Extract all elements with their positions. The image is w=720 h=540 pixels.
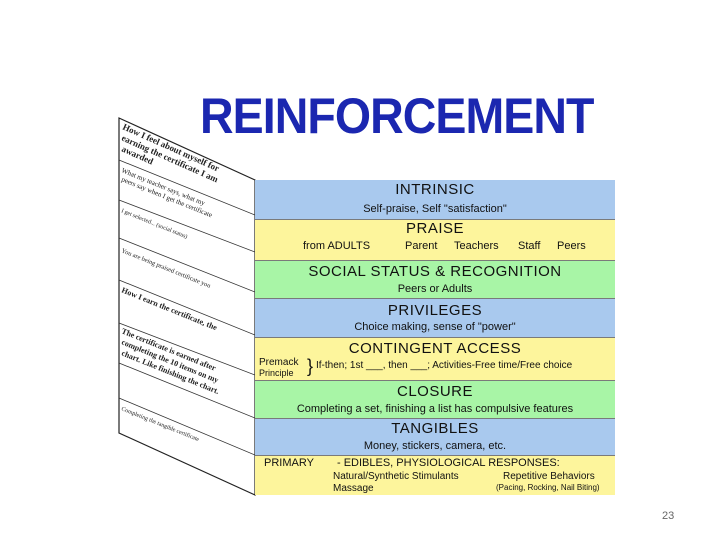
praise-item: Parent (405, 240, 438, 252)
contingent-heading: CONTINGENT ACCESS (348, 340, 522, 357)
premack-brace: } (307, 356, 314, 376)
premack-label: Premack (259, 357, 299, 368)
band-primary: PRIMARY - EDIBLES, PHYSIOLOGICAL RESPONS… (255, 456, 615, 495)
primary-left1: Natural/Synthetic Stimulants (333, 471, 459, 482)
closure-heading: CLOSURE (396, 383, 474, 400)
tangibles-subtext: Money, stickers, camera, etc. (363, 440, 507, 452)
social-heading: SOCIAL STATUS & RECOGNITION (308, 263, 562, 280)
praise-from-label: from ADULTS (303, 240, 371, 252)
primary-right1: Repetitive Behaviors (503, 471, 595, 482)
social-subtext: Peers or Adults (397, 283, 473, 295)
band-contingent-access: CONTINGENT ACCESS Premack Principle } If… (255, 338, 615, 381)
intrinsic-heading: INTRINSIC (395, 181, 475, 198)
reinforcement-stack: INTRINSIC Self-praise, Self "satisfactio… (255, 180, 615, 495)
band-tangibles: TANGIBLES Money, stickers, camera, etc. (255, 419, 615, 456)
page-number: 23 (662, 510, 675, 522)
closure-subtext: Completing a set, finishing a list has c… (296, 403, 574, 415)
tangibles-heading: TANGIBLES (391, 420, 479, 437)
band-praise: PRAISE from ADULTS Parent Teachers Staff… (255, 220, 615, 261)
band-closure: CLOSURE Completing a set, finishing a li… (255, 381, 615, 419)
praise-item: Staff (518, 240, 541, 252)
primary-left2: Massage (333, 483, 374, 494)
primary-right2: (Pacing, Rocking, Nail Biting) (496, 483, 600, 492)
band-intrinsic: INTRINSIC Self-praise, Self "satisfactio… (255, 180, 615, 220)
contingent-rule: If-then; 1st ___, then ___; Activities-F… (316, 360, 573, 371)
premack-principle-label: Principle (259, 368, 294, 378)
praise-item: Peers (557, 240, 586, 252)
page-title: REINFORCEMENT (200, 88, 594, 144)
band-social-status: SOCIAL STATUS & RECOGNITION Peers or Adu… (255, 261, 615, 299)
band-privileges: PRIVILEGES Choice making, sense of "powe… (255, 299, 615, 338)
praise-item: Teachers (454, 240, 499, 252)
intrinsic-subtext: Self-praise, Self "satisfaction" (363, 203, 507, 215)
praise-heading: PRAISE (405, 220, 465, 237)
privileges-subtext: Choice making, sense of "power" (354, 321, 516, 333)
primary-label: PRIMARY (264, 457, 314, 469)
primary-line1: - EDIBLES, PHYSIOLOGICAL RESPONSES: (337, 457, 560, 469)
privileges-heading: PRIVILEGES (387, 302, 483, 319)
